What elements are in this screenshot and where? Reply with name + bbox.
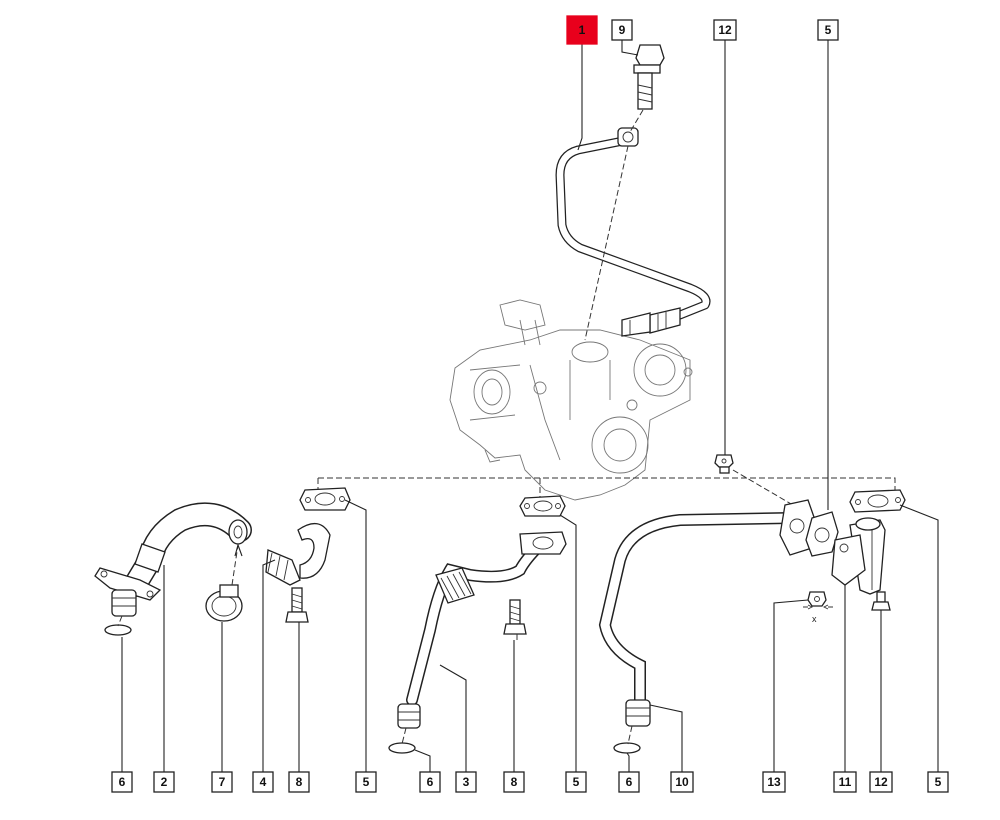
tag-6-a: 6 bbox=[111, 771, 133, 793]
tag-13: 13 bbox=[762, 771, 786, 793]
tag-8-b: 8 bbox=[503, 771, 525, 793]
dimension-x: x bbox=[803, 604, 833, 624]
svg-text:9: 9 bbox=[619, 23, 626, 37]
banjo-bolt bbox=[633, 44, 665, 110]
svg-text:6: 6 bbox=[119, 775, 126, 789]
tag-9: 9 bbox=[611, 19, 633, 41]
tag-12-bottom: 12 bbox=[869, 771, 893, 793]
return-pipe-right bbox=[598, 512, 796, 727]
dash-7 bbox=[231, 544, 239, 586]
svg-text:8: 8 bbox=[511, 775, 518, 789]
dash-1-turbo bbox=[584, 145, 629, 341]
tag-8-a: 8 bbox=[288, 771, 310, 793]
arrow-7 bbox=[234, 543, 243, 557]
small-bolt-right bbox=[871, 591, 891, 611]
dash-9-1 bbox=[629, 109, 644, 133]
hose-connector bbox=[265, 523, 331, 586]
svg-text:12: 12 bbox=[718, 23, 732, 37]
return-elbow-hose bbox=[94, 502, 252, 617]
tag-6-c: 6 bbox=[618, 771, 640, 793]
svg-text:5: 5 bbox=[363, 775, 370, 789]
dash-6a bbox=[117, 615, 123, 627]
tag-6-b: 6 bbox=[419, 771, 441, 793]
svg-text:7: 7 bbox=[219, 775, 226, 789]
gasket-middle bbox=[519, 495, 566, 517]
leader-lines bbox=[121, 40, 939, 772]
svg-text:5: 5 bbox=[825, 23, 832, 37]
tag-10: 10 bbox=[670, 771, 694, 793]
tag-11: 11 bbox=[833, 771, 857, 793]
svg-text:5: 5 bbox=[935, 775, 942, 789]
o-ring-middle bbox=[388, 742, 416, 754]
svg-text:11: 11 bbox=[839, 775, 852, 789]
dash-6b bbox=[401, 727, 407, 745]
svg-text:4: 4 bbox=[260, 775, 267, 789]
svg-text:6: 6 bbox=[427, 775, 434, 789]
tag-1: 1 bbox=[566, 15, 598, 45]
dash-frame bbox=[317, 477, 896, 500]
svg-text:8: 8 bbox=[296, 775, 303, 789]
bolt-left bbox=[285, 587, 309, 623]
tag-5-a: 5 bbox=[355, 771, 377, 793]
tag-3: 3 bbox=[455, 771, 477, 793]
tag-5-c: 5 bbox=[927, 771, 949, 793]
svg-text:6: 6 bbox=[626, 775, 633, 789]
svg-text:2: 2 bbox=[161, 775, 168, 789]
turbocharger-body bbox=[449, 299, 693, 501]
svg-text:12: 12 bbox=[874, 775, 888, 789]
hose-clamp bbox=[205, 584, 243, 622]
bolt-middle bbox=[503, 599, 527, 635]
o-ring-right bbox=[613, 742, 641, 754]
dash-12-flange bbox=[732, 469, 799, 509]
svg-text:3: 3 bbox=[463, 775, 470, 789]
tag-12-top: 12 bbox=[713, 19, 737, 41]
dimension-x-label: x bbox=[812, 614, 817, 624]
gasket-right bbox=[849, 489, 906, 513]
tag-7: 7 bbox=[211, 771, 233, 793]
tag-2: 2 bbox=[153, 771, 175, 793]
svg-text:10: 10 bbox=[675, 775, 689, 789]
tag-5-top: 5 bbox=[817, 19, 839, 41]
bracket-tube bbox=[831, 517, 886, 595]
svg-text:13: 13 bbox=[767, 775, 781, 789]
tag-5-b: 5 bbox=[565, 771, 587, 793]
dash-6c bbox=[627, 725, 633, 745]
tag-4: 4 bbox=[252, 771, 274, 793]
svg-text:1: 1 bbox=[579, 23, 586, 37]
svg-text:5: 5 bbox=[573, 775, 580, 789]
oil-feed-pipe bbox=[555, 127, 711, 337]
small-bolt-top bbox=[714, 454, 734, 474]
o-ring-left bbox=[104, 624, 132, 636]
small-nut bbox=[807, 591, 827, 607]
gasket-left bbox=[299, 487, 351, 511]
flange-block bbox=[779, 499, 839, 557]
return-pipe-middle bbox=[397, 531, 567, 729]
